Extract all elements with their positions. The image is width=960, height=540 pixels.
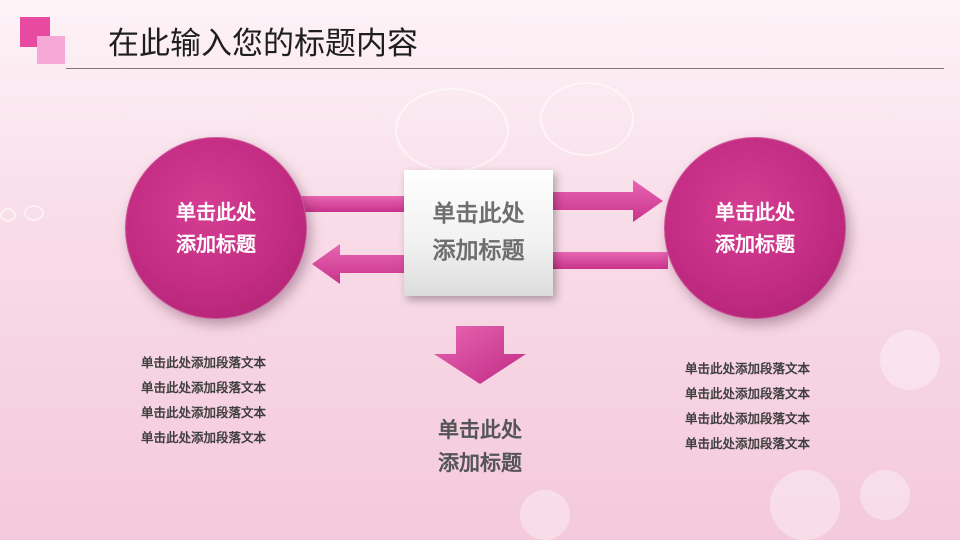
right-circle-line1: 单击此处 <box>715 200 795 224</box>
right-circle[interactable]: 单击此处 添加标题 <box>664 137 846 319</box>
left-circle-line2: 添加标题 <box>176 232 256 256</box>
left-paragraph-line: 单击此处添加段落文本 <box>141 380 267 395</box>
left-arrow-bottom <box>312 244 406 284</box>
left-circle[interactable]: 单击此处 添加标题 <box>125 137 307 319</box>
bokeh-decoration <box>880 330 940 390</box>
center-box-line1: 单击此处 <box>432 201 525 227</box>
slide-title[interactable]: 在此输入您的标题内容 <box>108 26 418 62</box>
left-circle-line1: 单击此处 <box>176 200 256 224</box>
right-paragraph-line: 单击此处添加段落文本 <box>685 436 811 451</box>
bokeh-decoration <box>770 470 840 540</box>
right-paragraph-line: 单击此处添加段落文本 <box>685 386 811 401</box>
left-paragraph-line: 单击此处添加段落文本 <box>141 430 267 445</box>
flower-decoration <box>24 205 44 221</box>
left-paragraph-line: 单击此处添加段落文本 <box>141 405 267 420</box>
flower-decoration <box>540 82 634 156</box>
down-arrow <box>434 326 526 384</box>
left-arrow-bottom-right <box>553 252 668 269</box>
right-paragraph-line: 单击此处添加段落文本 <box>685 361 811 376</box>
flower-decoration <box>0 208 16 222</box>
right-arrow-top-left <box>300 196 410 212</box>
center-box-line2: 添加标题 <box>432 238 525 264</box>
logo-square-small <box>37 36 65 64</box>
bokeh-decoration <box>860 470 910 520</box>
right-paragraph[interactable]: 单击此处添加段落文本 单击此处添加段落文本 单击此处添加段落文本 单击此处添加段… <box>685 356 810 456</box>
bottom-title-line2: 添加标题 <box>438 451 522 475</box>
left-paragraph[interactable]: 单击此处添加段落文本 单击此处添加段落文本 单击此处添加段落文本 单击此处添加段… <box>141 350 266 450</box>
right-paragraph-line: 单击此处添加段落文本 <box>685 411 811 426</box>
title-divider <box>66 68 944 69</box>
bottom-title-line1: 单击此处 <box>438 418 522 442</box>
right-arrow-top <box>553 180 663 222</box>
flower-decoration <box>395 88 509 172</box>
bottom-title[interactable]: 单击此处 添加标题 <box>410 414 550 480</box>
right-circle-line2: 添加标题 <box>715 232 795 256</box>
bokeh-decoration <box>520 490 570 540</box>
left-paragraph-line: 单击此处添加段落文本 <box>141 355 267 370</box>
center-box[interactable]: 单击此处 添加标题 <box>404 170 553 296</box>
